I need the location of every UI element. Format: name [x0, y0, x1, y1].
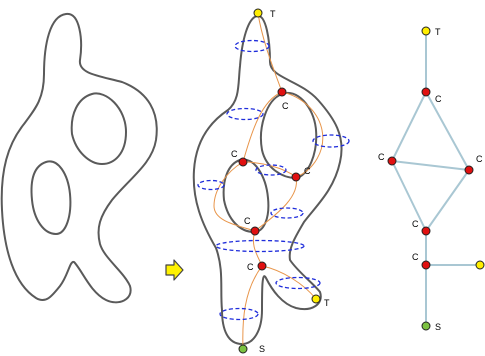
bottom-node — [238, 344, 248, 354]
top-node — [421, 26, 431, 36]
level-set-ellipse — [234, 39, 270, 53]
node-label: C — [476, 154, 483, 164]
critical-node — [421, 87, 431, 97]
graph-nodes — [387, 26, 485, 331]
right-arrow-icon — [165, 259, 184, 281]
middle-shape: T C C C C C T S — [192, 8, 350, 354]
left-outer-boundary — [0, 13, 158, 304]
level-set-ellipse — [197, 179, 225, 191]
node-label: C — [412, 252, 419, 262]
graph-edges — [391, 31, 480, 326]
critical-node — [257, 261, 267, 271]
orange-level-paths — [213, 12, 324, 350]
node-label: T — [270, 9, 276, 19]
graph-edge — [391, 160, 470, 171]
node-label: T — [435, 27, 441, 37]
level-set-ellipses — [197, 39, 350, 321]
node-label: C — [304, 166, 311, 176]
middle-outer-boundary — [192, 15, 343, 346]
critical-node — [238, 157, 248, 167]
bottom-node — [421, 321, 431, 331]
level-set-ellipse — [219, 307, 259, 321]
level-set-ellipse — [312, 134, 350, 148]
level-set-ellipse — [255, 164, 287, 176]
node-label: C — [378, 152, 385, 162]
critical-node — [250, 226, 260, 236]
node-label: C — [282, 101, 289, 111]
node-label: C — [244, 216, 251, 226]
left-upper-hole — [70, 92, 128, 166]
level-set-ellipse — [215, 239, 305, 253]
critical-node — [464, 165, 474, 175]
left-shape — [0, 13, 158, 304]
critical-node — [421, 260, 431, 270]
middle-labels: T C C C C C T S — [231, 9, 330, 354]
graph-edge — [425, 91, 470, 171]
critical-node — [421, 226, 431, 236]
node-label: S — [435, 322, 441, 332]
node-label: T — [324, 298, 330, 308]
node-label: C — [231, 149, 238, 159]
node-label: C — [412, 219, 419, 229]
graph-edge — [391, 160, 427, 232]
top-node — [253, 8, 263, 18]
critical-node — [277, 87, 287, 97]
node-label: S — [259, 344, 265, 354]
graph-edge — [425, 169, 470, 232]
reeb-graph: T C C C C C S — [378, 26, 485, 332]
middle-nodes — [238, 8, 321, 354]
level-set-ellipse — [270, 207, 304, 219]
node-label: C — [435, 94, 442, 104]
critical-node — [387, 156, 397, 166]
graph-edge — [391, 91, 427, 162]
top-node — [475, 260, 485, 270]
graph-labels: T C C C C C S — [378, 27, 483, 332]
level-set-ellipse — [275, 276, 321, 290]
level-set-ellipse — [226, 107, 264, 121]
top-node — [311, 294, 321, 304]
node-label: C — [247, 262, 254, 272]
critical-node — [291, 172, 301, 182]
left-lower-hole — [30, 160, 72, 236]
